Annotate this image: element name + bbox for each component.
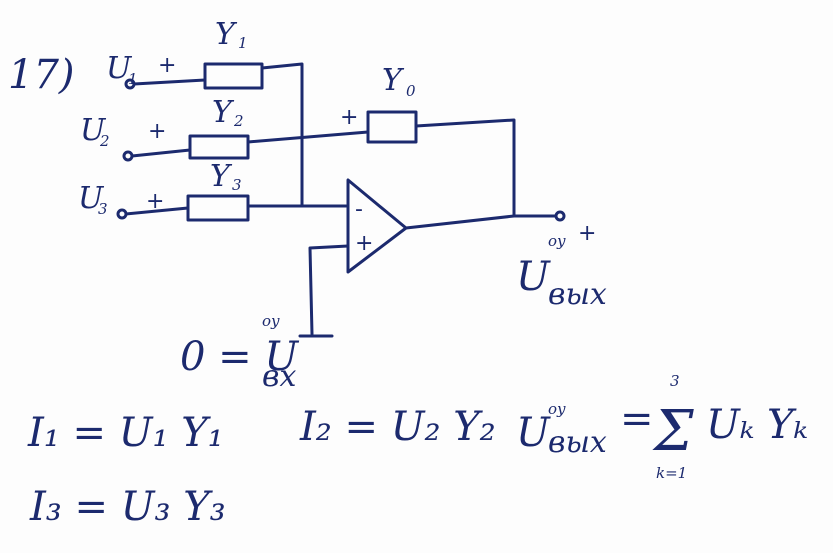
input-2-wire-right (246, 130, 370, 144)
output-wire (404, 214, 558, 230)
output-terminal (554, 210, 566, 222)
resistor-y2-index: 2 (233, 112, 244, 130)
feedback-wire (414, 118, 516, 218)
resistor-y3-label: Y (210, 159, 233, 194)
output-voltage: U (516, 254, 551, 300)
sum-equals: = (620, 396, 654, 442)
sum-output-voltage: U (516, 410, 551, 456)
ground-wire (308, 244, 350, 336)
input-3: U 3 + Y 3 (78, 159, 348, 222)
input-1: U 1 + Y 1 (106, 17, 304, 208)
resistor-y3-index: 3 (232, 176, 242, 194)
opamp-triangle (346, 178, 408, 274)
resistor-y0-label: Y (382, 63, 405, 98)
input-2-index: 2 (99, 132, 110, 150)
problem-number: 17) (8, 52, 75, 98)
sum-upper-limit: 3 (670, 372, 680, 390)
sum-output-superscript: оу (548, 400, 566, 418)
input-1-wire-right (260, 62, 304, 208)
equation-i3: I₃ = U₃ Y₃ (29, 484, 226, 530)
output-superscript: оу (548, 232, 566, 250)
output-sign: + (578, 221, 596, 246)
sum-sigma: Σ (652, 399, 694, 464)
equations: I₁ = U₁ Y₁ I₂ = U₂ Y₂ I₃ = U₃ Y₃ U оу вы… (27, 372, 808, 530)
input-3-sign: + (146, 189, 164, 214)
resistor-y1-label: Y (215, 17, 238, 52)
input-2: U 2 + Y 2 (80, 95, 370, 162)
equation-i2: I₂ = U₂ Y₂ (299, 404, 496, 450)
sum-term: Uₖ Yₖ (706, 402, 808, 448)
resistor-y1 (203, 62, 264, 90)
output-subscript: вых (548, 277, 607, 312)
input-3-wire-left (124, 206, 190, 216)
resistor-y2 (188, 134, 250, 160)
output-label: U оу + вых (516, 221, 607, 312)
input-2-voltage: U (80, 113, 107, 148)
sum-output-subscript: вых (548, 425, 607, 460)
resistor-y3 (186, 194, 250, 222)
input-1-sign: + (158, 53, 176, 78)
input-2-wire-left (130, 148, 192, 158)
equation-i1: I₁ = U₁ Y₁ (27, 410, 224, 456)
opamp-minus: - (355, 197, 363, 222)
ground-superscript: оу (262, 312, 280, 330)
ground-subscript: вх (262, 359, 296, 394)
opamp: - + (298, 178, 566, 338)
input-3-voltage: U (78, 181, 105, 216)
input-3-index: 3 (98, 200, 108, 218)
input-1-wire-left (132, 78, 207, 86)
feedback-sign: + (340, 105, 358, 130)
resistor-y0-index: 0 (406, 82, 416, 100)
opamp-plus: + (355, 231, 373, 256)
resistor-y1-index: 1 (238, 34, 248, 52)
ground-voltage: 0 = U (180, 334, 299, 380)
input-2-sign: + (148, 119, 166, 144)
resistor-y2-label: Y (212, 95, 235, 130)
input-1-index: 1 (128, 70, 138, 88)
ground-label: 0 = U оу вх (180, 312, 299, 394)
feedback-branch: + Y 0 (340, 63, 516, 218)
sum-lower-limit: k=1 (656, 464, 687, 482)
resistor-y0 (366, 110, 418, 144)
